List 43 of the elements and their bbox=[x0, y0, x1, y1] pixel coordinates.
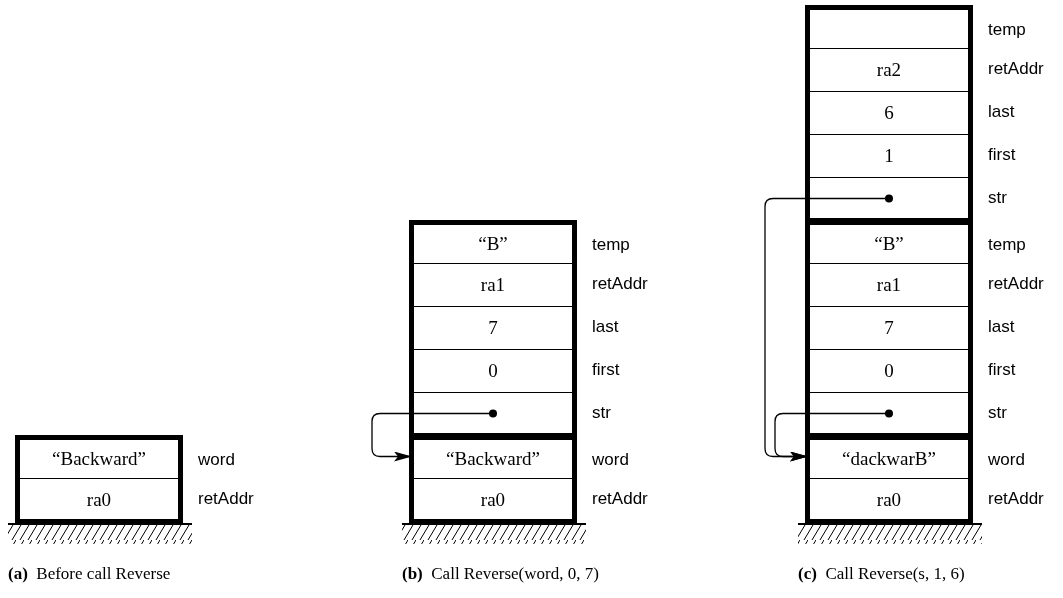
cell-value: 6 bbox=[884, 102, 894, 124]
cell-value: “Backward” bbox=[446, 448, 540, 470]
variable-name: retAddr bbox=[198, 489, 254, 509]
variable-name: last bbox=[988, 102, 1015, 122]
variable-name: str bbox=[592, 403, 611, 423]
cell-value: ra1 bbox=[480, 274, 506, 296]
variable-name: first bbox=[592, 360, 620, 380]
cell-value: “dackwarB” bbox=[842, 448, 936, 470]
cell-value: “B” bbox=[478, 233, 508, 255]
variable-name: retAddr bbox=[592, 274, 648, 294]
cell-value: “B” bbox=[874, 233, 904, 255]
variable-name: last bbox=[592, 317, 619, 337]
cell-value: ra0 bbox=[86, 489, 112, 511]
cell-value: 7 bbox=[884, 317, 894, 339]
variable-name: word bbox=[198, 450, 235, 470]
variable-name: str bbox=[988, 188, 1007, 208]
figure-caption: (b) Call Reverse(word, 0, 7) bbox=[402, 564, 599, 584]
variable-name: str bbox=[988, 403, 1007, 423]
variable-name: temp bbox=[592, 235, 630, 255]
pointer-arrow bbox=[371, 409, 497, 462]
cell-value: ra1 bbox=[876, 274, 902, 296]
cell-value: 7 bbox=[488, 317, 498, 339]
variable-name: temp bbox=[988, 235, 1026, 255]
cell-value: 0 bbox=[488, 360, 498, 382]
variable-name: retAddr bbox=[592, 489, 648, 509]
pointer-arrow bbox=[774, 409, 893, 462]
cell-value: 0 bbox=[884, 360, 894, 382]
variable-name: retAddr bbox=[988, 59, 1044, 79]
variable-name: retAddr bbox=[988, 489, 1044, 509]
variable-name: word bbox=[988, 450, 1025, 470]
variable-name: first bbox=[988, 145, 1016, 165]
cell-value: ra0 bbox=[876, 489, 902, 511]
cell-value: 1 bbox=[884, 145, 894, 167]
variable-name: last bbox=[988, 317, 1015, 337]
variable-name: word bbox=[592, 450, 629, 470]
cell-value: ra2 bbox=[876, 59, 902, 81]
cell-value: ra0 bbox=[480, 489, 506, 511]
figure-caption: (c) Call Reverse(s, 1, 6) bbox=[798, 564, 965, 584]
cell-value: “Backward” bbox=[52, 448, 146, 470]
figure-caption: (a) Before call Reverse bbox=[8, 564, 171, 584]
variable-name: first bbox=[988, 360, 1016, 380]
variable-name: retAddr bbox=[988, 274, 1044, 294]
variable-name: temp bbox=[988, 20, 1026, 40]
